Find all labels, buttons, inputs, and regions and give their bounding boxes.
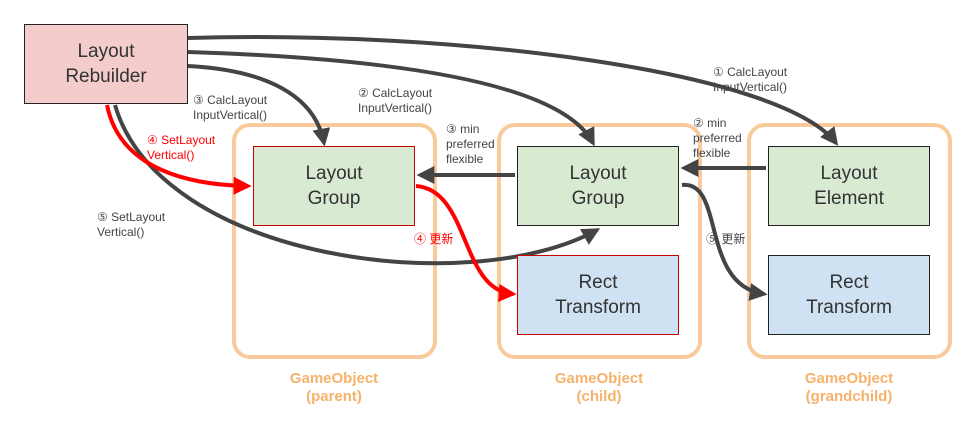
label-calc-child: ② CalcLayout InputVertical() (358, 86, 433, 115)
child-rect-transform-text: Rect Transform (555, 272, 641, 318)
label-update-grandchild: ⑤ 更新 (706, 232, 746, 246)
container-child (497, 123, 702, 359)
label-set-parent: ④ SetLayout Vertical() (147, 133, 216, 162)
grandchild-rect-transform-box: Rect Transform (768, 255, 930, 335)
arrow-calc-grandchild (187, 35, 839, 146)
label-calc-parent: ③ CalcLayout InputVertical() (193, 93, 268, 122)
label-min-child: ② min preferred flexible (693, 116, 742, 160)
child-layout-group-text: Layout Group (569, 163, 627, 209)
label-calc-grandchild: ① CalcLayout InputVertical() (713, 65, 788, 94)
container-grandchild (747, 123, 952, 359)
child-rect-transform-box: Rect Transform (517, 255, 679, 335)
parent-layout-group-box: Layout Group (253, 146, 415, 226)
label-set-child: ⑤ SetLayout Vertical() (97, 210, 166, 239)
label-update-child: ④ 更新 (414, 232, 454, 246)
parent-layout-group-text: Layout Group (305, 163, 363, 209)
grandchild-rect-transform-text: Rect Transform (806, 272, 892, 318)
layout-rebuilder-text: Layout Rebuilder (65, 41, 147, 87)
child-layout-group-box: Layout Group (517, 146, 679, 226)
container-label-grandchild: GameObject (grandchild) (804, 370, 894, 405)
arrow-set-parent (105, 104, 252, 195)
layout-element-text: Layout Element (814, 163, 884, 209)
container-label-parent: GameObject (parent) (289, 370, 379, 405)
layout-element-box: Layout Element (768, 146, 930, 226)
layout-rebuilder-box: Layout Rebuilder (24, 24, 188, 104)
container-parent (232, 123, 437, 359)
label-min-parent: ③ min preferred flexible (446, 122, 495, 166)
arrow-calc-parent (187, 64, 331, 147)
arrow-update-grandchild (681, 182, 768, 301)
arrow-calc-child (187, 50, 595, 147)
container-label-child: GameObject (child) (554, 370, 644, 405)
arrow-update-child (415, 184, 517, 302)
